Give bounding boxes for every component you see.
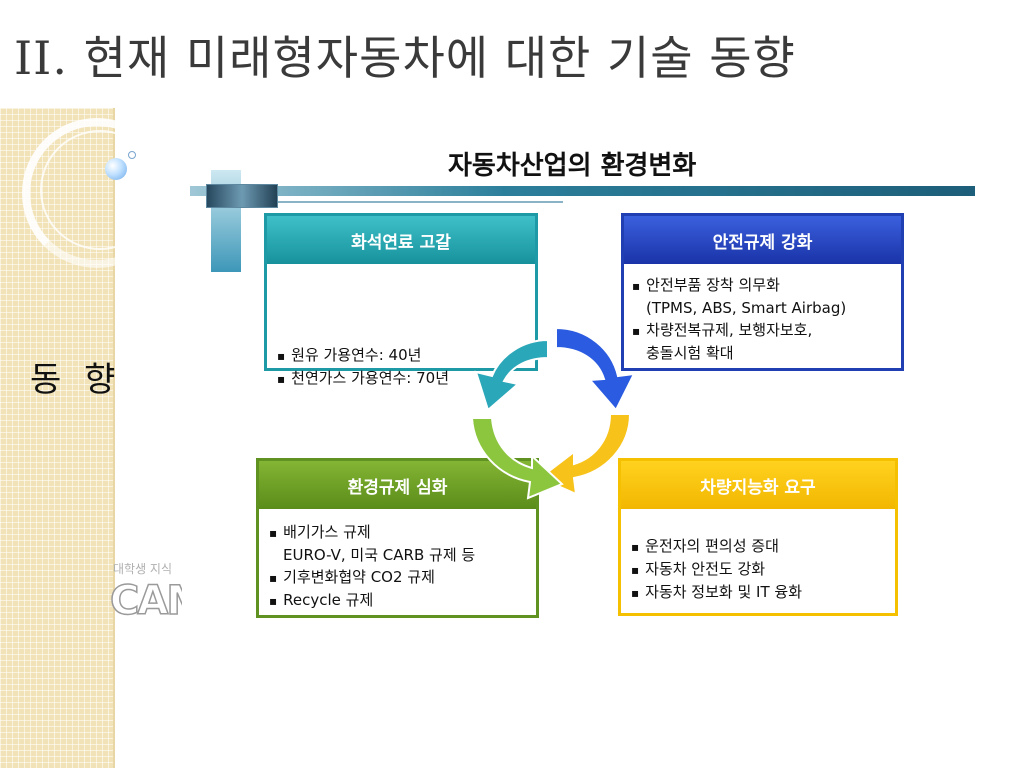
box-environment-regulation: 환경규제 심화 배기가스 규제 EURO-V, 미국 CARB 규제 등 기후변… — [256, 458, 539, 618]
cycle-arrow-teal-icon — [474, 338, 549, 412]
box-fossil-fuel: 화석연료 고갈 원유 가용연수: 40년 천연가스 가용연수: 70년 — [264, 213, 538, 387]
bubble-icon — [105, 158, 127, 180]
list-item: 자동차 안전도 강화 — [631, 558, 895, 581]
box-safety-regulation-header: 안전규제 강화 — [624, 216, 901, 264]
slide-title: II. 현재 미래형자동차에 대한 기술 동향 — [14, 31, 796, 85]
cycle-arrow-blue-icon — [555, 326, 636, 412]
decor-ring-icon — [22, 118, 172, 268]
decor-inner-ring-icon — [40, 130, 160, 250]
box-environment-regulation-list: 배기가스 규제 EURO-V, 미국 CARB 규제 등 기후변화협약 CO2 … — [259, 509, 536, 612]
diagram-header-bar — [190, 186, 975, 196]
title-area: II. 현재 미래형자동차에 대한 기술 동향 — [0, 0, 970, 108]
box-environment-regulation-header: 환경규제 심화 — [259, 461, 536, 509]
list-item: 천연가스 가용연수: 70년 — [277, 367, 535, 390]
strip-edge — [113, 0, 115, 768]
box-vehicle-intelligence: 차량지능화 요구 운전자의 편의성 증대 자동차 안전도 강화 자동차 정보화 … — [618, 458, 898, 616]
watermark-logo: CAMPUS — [110, 578, 182, 624]
diagram-header-thin-line — [258, 201, 563, 203]
list-item: 자동차 정보화 및 IT 융화 — [631, 581, 895, 604]
watermark-small: 대학생 지식 — [113, 562, 173, 576]
small-dot-icon — [128, 151, 136, 159]
cycle-arrows-icon — [470, 326, 636, 500]
list-item: 기후변화협약 CO2 규제 — [269, 566, 536, 589]
list-item: EURO-V, 미국 CARB 규제 등 — [283, 546, 476, 564]
list-item: (TPMS, ABS, Smart Airbag) — [646, 299, 847, 317]
list-item: 안전부품 장착 의무화 — [632, 274, 901, 297]
list-item: Recycle 규제 — [269, 589, 536, 612]
list-item: 원유 가용연수: 40년 — [277, 344, 535, 367]
car-thumbnail-icon — [206, 184, 278, 208]
side-label: 동 향 — [30, 360, 122, 400]
box-safety-regulation-list: 안전부품 장착 의무화 (TPMS, ABS, Smart Airbag) 차량… — [624, 264, 901, 364]
cycle-arrow-green-icon — [470, 417, 564, 500]
box-safety-regulation: 안전규제 강화 안전부품 장착 의무화 (TPMS, ABS, Smart Ai… — [621, 213, 904, 371]
list-item: 배기가스 규제 — [269, 521, 536, 544]
list-item: 운전자의 편의성 증대 — [631, 535, 895, 558]
box-fossil-fuel-header: 화석연료 고갈 — [267, 216, 535, 264]
box-vehicle-intelligence-list: 운전자의 편의성 증대 자동차 안전도 강화 자동차 정보화 및 IT 융화 — [621, 509, 895, 604]
list-item: 차량전복규제, 보행자보호, — [632, 319, 901, 342]
box-vehicle-intelligence-header: 차량지능화 요구 — [621, 461, 895, 509]
diagram-title: 자동차산업의 환경변화 — [448, 151, 697, 181]
list-item: 충돌시험 확대 — [646, 344, 734, 362]
box-fossil-fuel-list: 원유 가용연수: 40년 천연가스 가용연수: 70년 — [267, 264, 535, 390]
